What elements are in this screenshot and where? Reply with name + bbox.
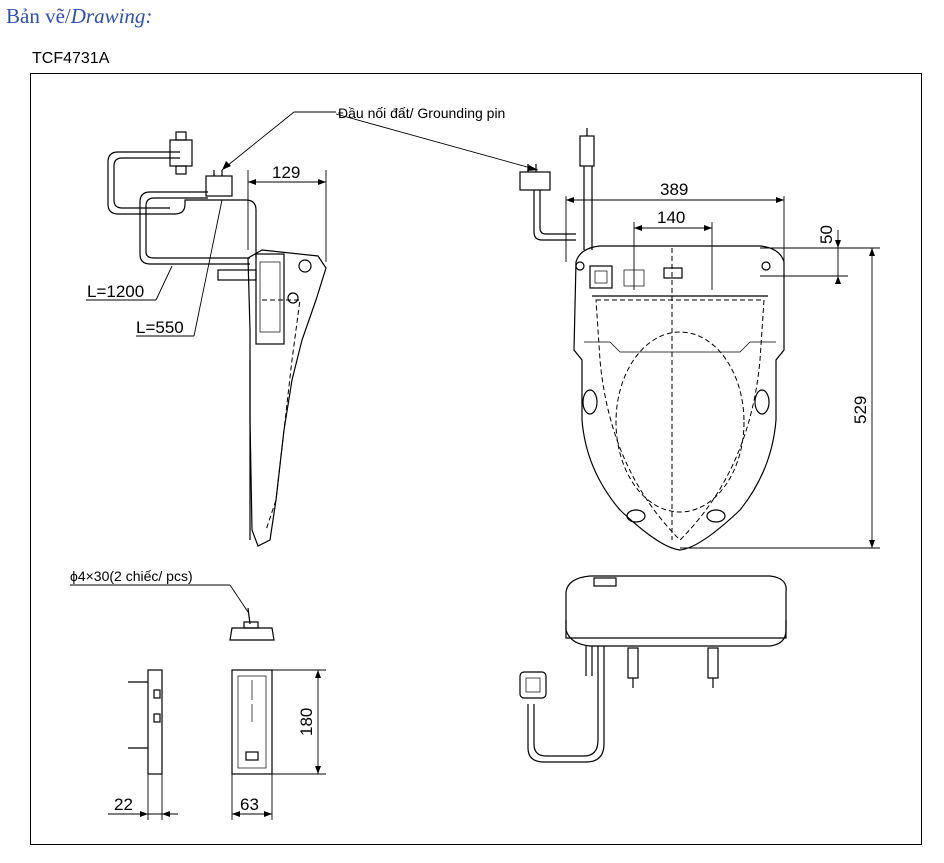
side-view: 129 L=1200 L=550: [86, 131, 327, 547]
dim-plate-height: 180: [297, 708, 316, 736]
dim-plate-width: 63: [240, 795, 259, 814]
top-view: 389 140 50 529: [519, 128, 880, 551]
mounting-plate: 180 22 63: [108, 669, 326, 820]
grounding-pin-callout: Đầu nối đất/ Grounding pin: [221, 105, 539, 171]
drawing-frame: [30, 73, 922, 845]
label-hose-short: L=550: [136, 318, 184, 337]
drawing-heading: Bản vẽ/Drawing:: [6, 4, 152, 29]
dim-plate-thickness: 22: [114, 795, 133, 814]
dim-total-length: 529: [851, 396, 870, 424]
dim-back-offset: 50: [817, 225, 836, 244]
dim-mount-spacing: 140: [657, 208, 685, 227]
label-hose-long: L=1200: [87, 282, 144, 301]
heading-vi: Bản vẽ/: [6, 4, 71, 28]
dim-side-depth: 129: [272, 163, 300, 182]
heading-en: Drawing:: [70, 4, 153, 28]
screw-detail: ϕ4×30(2 chiếc/ pcs): [70, 568, 275, 641]
dim-total-width: 389: [660, 180, 688, 199]
model-number: TCF4731A: [32, 50, 110, 67]
label-screw-spec: ϕ4×30(2 chiếc/ pcs): [70, 568, 193, 584]
label-grounding-pin: Đầu nối đất/ Grounding pin: [338, 105, 505, 121]
rear-view: [519, 575, 787, 763]
